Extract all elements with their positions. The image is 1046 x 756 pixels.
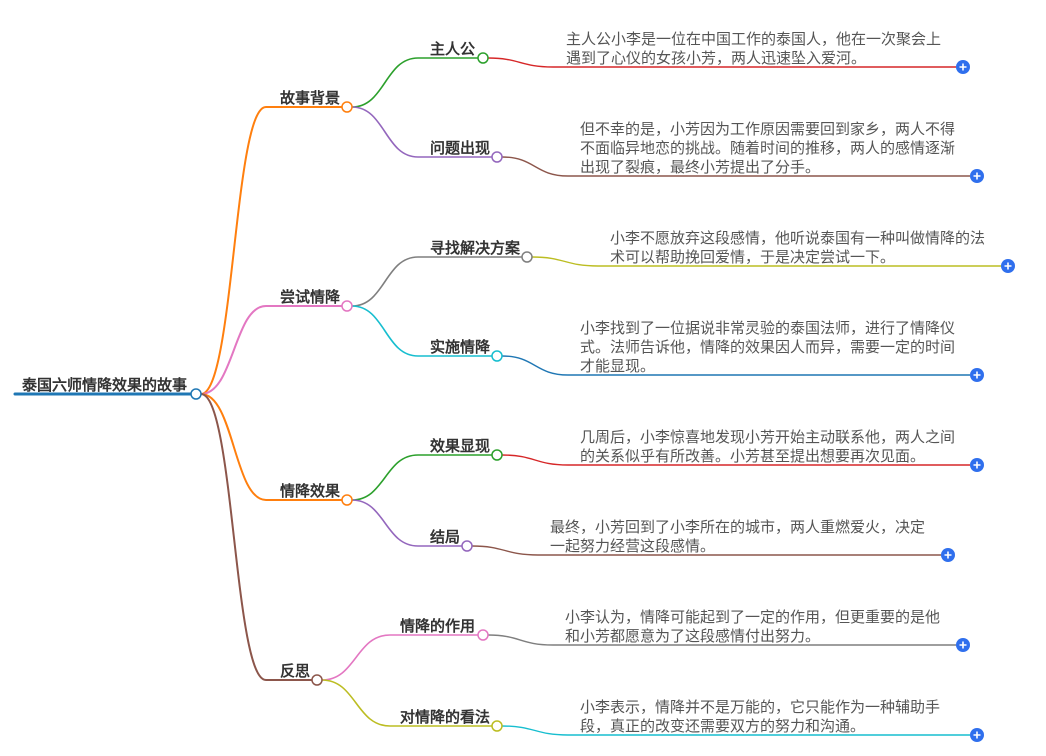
- detail-line: 最终，小芳回到了小李所在的城市，两人重燃爱火，决定: [550, 518, 926, 536]
- detail-line: 几周后，小李惊喜地发现小芳开始主动联系他，两人之间: [580, 428, 956, 446]
- subtopic-seek-solution[interactable]: 寻找解决方案: [430, 239, 521, 257]
- detail-line: 的关系似乎有所改善。小芳甚至提出想要再次见面。: [580, 447, 926, 465]
- connector-attempt-spell: [200, 305, 342, 395]
- collapse-toggle-root[interactable]: [190, 388, 202, 400]
- expand-button-perform-spell[interactable]: [970, 368, 984, 382]
- detail-seek-solution[interactable]: 小李不愿放弃这段感情，他听说泰国有一种叫做情降的法 术可以帮助挽回爱情，于是决定…: [610, 229, 985, 267]
- connector-story-background: [200, 106, 342, 395]
- plus-icon: [959, 641, 967, 649]
- detail-line: 不面临异地恋的挑战。随着时间的推移，两人的感情逐渐: [580, 139, 956, 157]
- connector-spell-view: [321, 679, 492, 727]
- detail-line: 式。法师告诉他，情降的效果因人而异，需要一定的时间: [580, 338, 956, 356]
- topic-reflection[interactable]: 反思: [280, 662, 311, 680]
- detail-line: 小李不愿放弃这段感情，他听说泰国有一种叫做情降的法: [610, 229, 986, 247]
- detail-protagonist[interactable]: 主人公小李是一位在中国工作的泰国人，他在一次聚会上 遇到了心仪的女孩小芳，两人迅…: [566, 30, 941, 68]
- detail-line: 主人公小李是一位在中国工作的泰国人，他在一次聚会上: [566, 30, 942, 48]
- collapse-toggle-attempt-spell[interactable]: [341, 300, 353, 312]
- detail-spell-view[interactable]: 小李表示，情降并不是万能的，它只能作为一种辅助手 段，真正的改变还需要双方的努力…: [580, 698, 940, 736]
- expand-button-seek-solution[interactable]: [1001, 259, 1015, 273]
- expand-button-effect-appears[interactable]: [970, 458, 984, 472]
- detail-ending[interactable]: 最终，小芳回到了小李所在的城市，两人重燃爱火，决定 一起努力经营这段感情。: [550, 518, 925, 556]
- detail-line: 段，真正的改变还需要双方的努力和沟通。: [580, 717, 866, 735]
- collapse-toggle-ending[interactable]: [461, 540, 473, 552]
- detail-connector-spell-view: [501, 725, 970, 736]
- collapse-toggle-story-background[interactable]: [341, 101, 353, 113]
- topic-attempt-spell[interactable]: 尝试情降: [280, 288, 341, 306]
- detail-effect-appears[interactable]: 几周后，小李惊喜地发现小芳开始主动联系他，两人之间 的关系似乎有所改善。小芳甚至…: [580, 428, 955, 466]
- collapse-toggle-spell-view[interactable]: [491, 720, 503, 732]
- topic-spell-effect[interactable]: 情降效果: [280, 482, 341, 500]
- detail-line: 一起努力经营这段感情。: [550, 537, 716, 555]
- subtopic-problem-arises[interactable]: 问题出现: [430, 139, 491, 157]
- subtopic-ending[interactable]: 结局: [430, 528, 461, 546]
- detail-line: 但不幸的是，小芳因为工作原因需要回到家乡，两人不得: [580, 120, 956, 138]
- detail-connector-ending: [471, 545, 941, 556]
- plus-icon: [973, 461, 981, 469]
- connector-ending: [351, 499, 462, 547]
- detail-line: 出现了裂痕，最终小芳提出了分手。: [580, 158, 821, 176]
- detail-perform-spell[interactable]: 小李找到了一位据说非常灵验的泰国法师，进行了情降仪 式。法师告诉他，情降的效果因…: [580, 319, 955, 376]
- plus-icon: [973, 371, 981, 379]
- detail-line: 小李认为，情降可能起到了一定的作用，但更重要的是他: [565, 608, 941, 626]
- collapse-toggle-seek-solution[interactable]: [521, 251, 533, 263]
- collapse-toggle-spell-role[interactable]: [477, 629, 489, 641]
- topic-story-background[interactable]: 故事背景: [280, 89, 341, 107]
- detail-connector-protagonist: [487, 57, 956, 68]
- plus-icon: [973, 172, 981, 180]
- detail-line: 术可以帮助挽回爱情，于是决定尝试一下。: [610, 248, 896, 266]
- detail-problem-arises[interactable]: 但不幸的是，小芳因为工作原因需要回到家乡，两人不得 不面临异地恋的挑战。随着时间…: [580, 120, 955, 177]
- collapse-toggle-effect-appears[interactable]: [491, 449, 503, 461]
- subtopic-effect-appears[interactable]: 效果显现: [430, 437, 491, 455]
- expand-button-ending[interactable]: [941, 548, 955, 562]
- detail-connector-effect-appears: [501, 454, 970, 466]
- expand-button-problem-arises[interactable]: [970, 169, 984, 183]
- connector-effect-appears: [351, 454, 492, 501]
- connector-spell-effect: [200, 393, 342, 501]
- detail-line: 小李找到了一位据说非常灵验的泰国法师，进行了情降仪: [580, 319, 956, 337]
- subtopic-spell-view[interactable]: 对情降的看法: [400, 708, 491, 726]
- detail-spell-role[interactable]: 小李认为，情降可能起到了一定的作用，但更重要的是他 和小芳都愿意为了这段感情付出…: [565, 608, 940, 646]
- connector-protagonist: [351, 57, 478, 108]
- detail-line: 遇到了心仪的女孩小芳，两人迅速坠入爱河。: [566, 49, 867, 67]
- connector-problem-arises: [351, 106, 492, 158]
- detail-connector-perform-spell: [501, 355, 970, 376]
- detail-connector-spell-role: [487, 634, 956, 646]
- detail-connector-problem-arises: [501, 156, 970, 177]
- subtopic-spell-role[interactable]: 情降的作用: [400, 617, 476, 635]
- detail-line: 和小芳都愿意为了这段感情付出努力。: [565, 627, 821, 645]
- detail-line: 才能显现。: [580, 357, 656, 375]
- connector-perform-spell: [351, 305, 492, 357]
- collapse-toggle-problem-arises[interactable]: [491, 151, 503, 163]
- subtopic-protagonist[interactable]: 主人公: [430, 40, 476, 58]
- connector-reflection: [200, 393, 312, 681]
- plus-icon: [959, 63, 967, 71]
- detail-line: 小李表示，情降并不是万能的，它只能作为一种辅助手: [580, 698, 941, 716]
- collapse-toggle-reflection[interactable]: [311, 674, 323, 686]
- collapse-toggle-protagonist[interactable]: [477, 52, 489, 64]
- detail-connector-seek-solution: [531, 256, 1001, 267]
- expand-button-protagonist[interactable]: [956, 60, 970, 74]
- plus-icon: [1004, 262, 1012, 270]
- connector-seek-solution: [351, 256, 522, 307]
- subtopic-perform-spell[interactable]: 实施情降: [430, 338, 491, 356]
- plus-icon: [973, 731, 981, 739]
- collapse-toggle-spell-effect[interactable]: [341, 494, 353, 506]
- connector-spell-role: [321, 634, 478, 681]
- expand-button-spell-role[interactable]: [956, 638, 970, 652]
- root-topic[interactable]: 泰国六师情降效果的故事: [22, 376, 188, 394]
- collapse-toggle-perform-spell[interactable]: [491, 350, 503, 362]
- expand-button-spell-view[interactable]: [970, 728, 984, 742]
- plus-icon: [944, 551, 952, 559]
